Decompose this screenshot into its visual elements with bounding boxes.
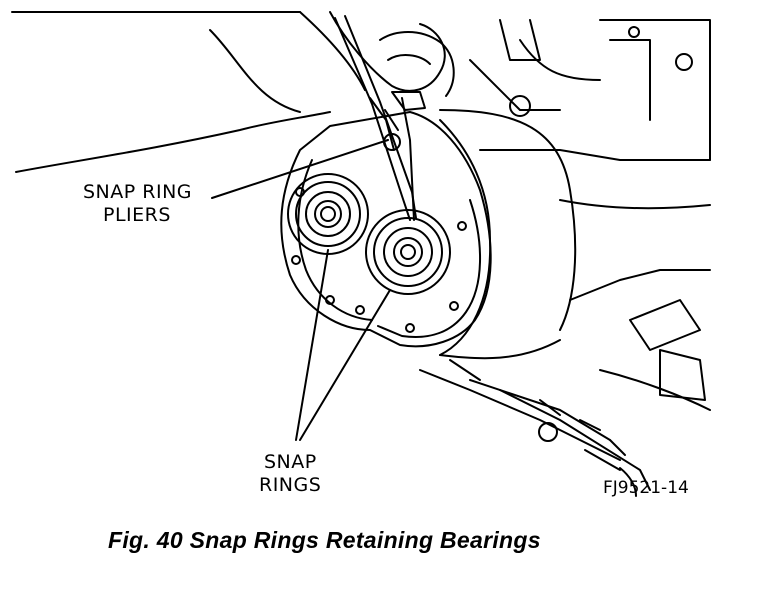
left-bearing <box>288 174 368 254</box>
transmission-housing <box>420 20 710 496</box>
rings-label-line1: SNAP <box>264 451 317 473</box>
right-bearing <box>366 210 450 294</box>
rings-label-line2: RINGS <box>259 474 322 496</box>
rings-leader-right <box>300 290 390 440</box>
rings-leader-left <box>296 250 328 440</box>
figure-caption: Fig. 40 Snap Rings Retaining Bearings <box>108 527 541 553</box>
pliers-label-line2: PLIERS <box>103 204 171 226</box>
leader-lines <box>212 140 390 440</box>
pliers-label-line1: SNAP RING <box>83 181 193 203</box>
figure-id: FJ9521-14 <box>603 478 689 498</box>
pump-plate <box>281 112 490 346</box>
snap-ring-pliers <box>335 16 416 220</box>
hand-outline <box>12 12 454 172</box>
pliers-leader <box>212 140 388 198</box>
